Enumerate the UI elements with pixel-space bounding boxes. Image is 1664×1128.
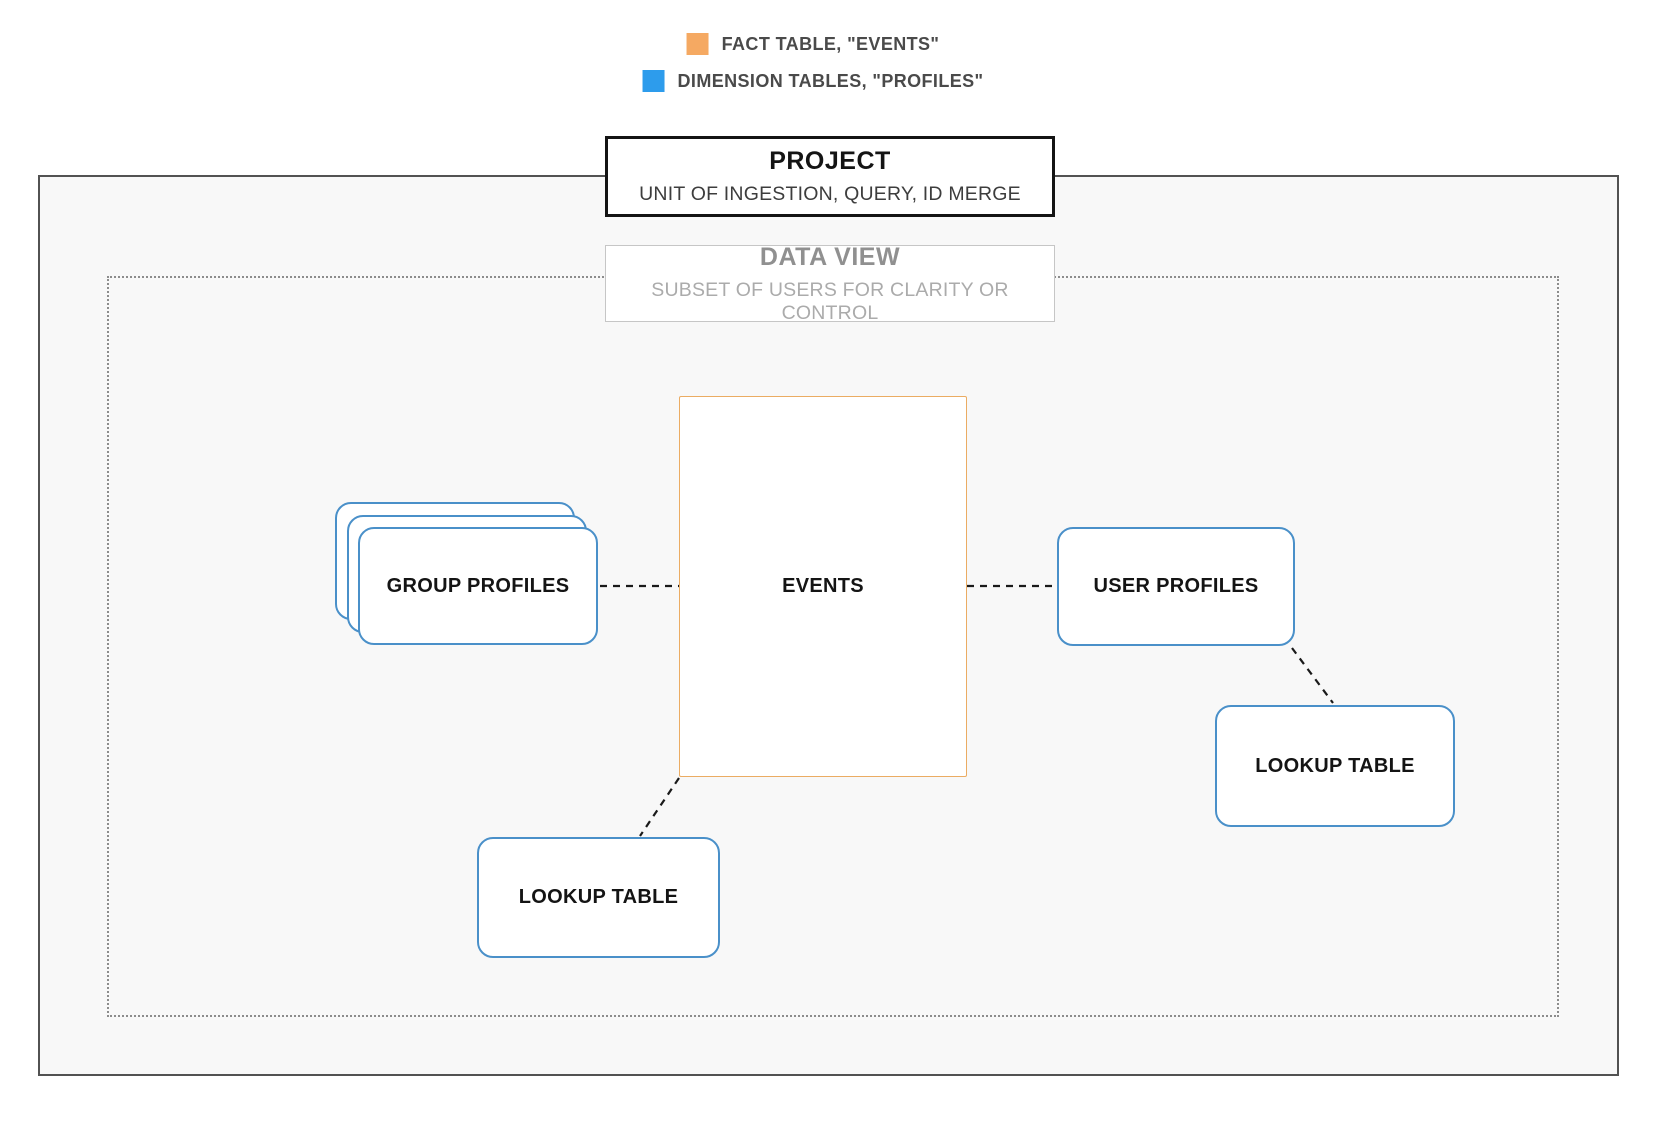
dimension-tables-swatch-icon [642,70,665,92]
fact-table-swatch-icon [686,33,709,55]
project-title-box: PROJECT UNIT OF INGESTION, QUERY, ID MER… [605,136,1055,217]
node-user-profiles: USER PROFILES [1057,527,1295,646]
node-events: EVENTS [679,396,967,777]
project-title: PROJECT [769,147,891,175]
legend-item-fact-table: FACT TABLE, "EVENTS" [686,33,940,55]
data-view-title-box: DATA VIEW SUBSET OF USERS FOR CLARITY OR… [605,242,1055,324]
node-group-profiles-label: GROUP PROFILES [386,574,570,597]
legend-item-dimension-tables: DIMENSION TABLES, "PROFILES" [642,70,984,92]
node-group-profiles: GROUP PROFILES [335,502,599,646]
data-view-subtitle: SUBSET OF USERS FOR CLARITY OR CONTROL [651,278,1009,324]
node-lookup-table-left-label: LOOKUP TABLE [518,886,679,908]
project-subtitle: UNIT OF INGESTION, QUERY, ID MERGE [639,183,1021,205]
legend: FACT TABLE, "EVENTS" DIMENSION TABLES, "… [642,33,984,92]
node-lookup-table-left: LOOKUP TABLE [477,837,720,958]
legend-label: DIMENSION TABLES, "PROFILES" [677,70,984,91]
legend-label: FACT TABLE, "EVENTS" [721,33,940,54]
data-view-title: DATA VIEW [759,242,901,271]
group-profiles-card-front: GROUP PROFILES [358,527,598,645]
node-events-label: EVENTS [782,575,864,597]
node-lookup-table-right: LOOKUP TABLE [1215,705,1455,827]
node-user-profiles-label: USER PROFILES [1093,575,1259,597]
node-lookup-table-right-label: LOOKUP TABLE [1255,754,1415,777]
